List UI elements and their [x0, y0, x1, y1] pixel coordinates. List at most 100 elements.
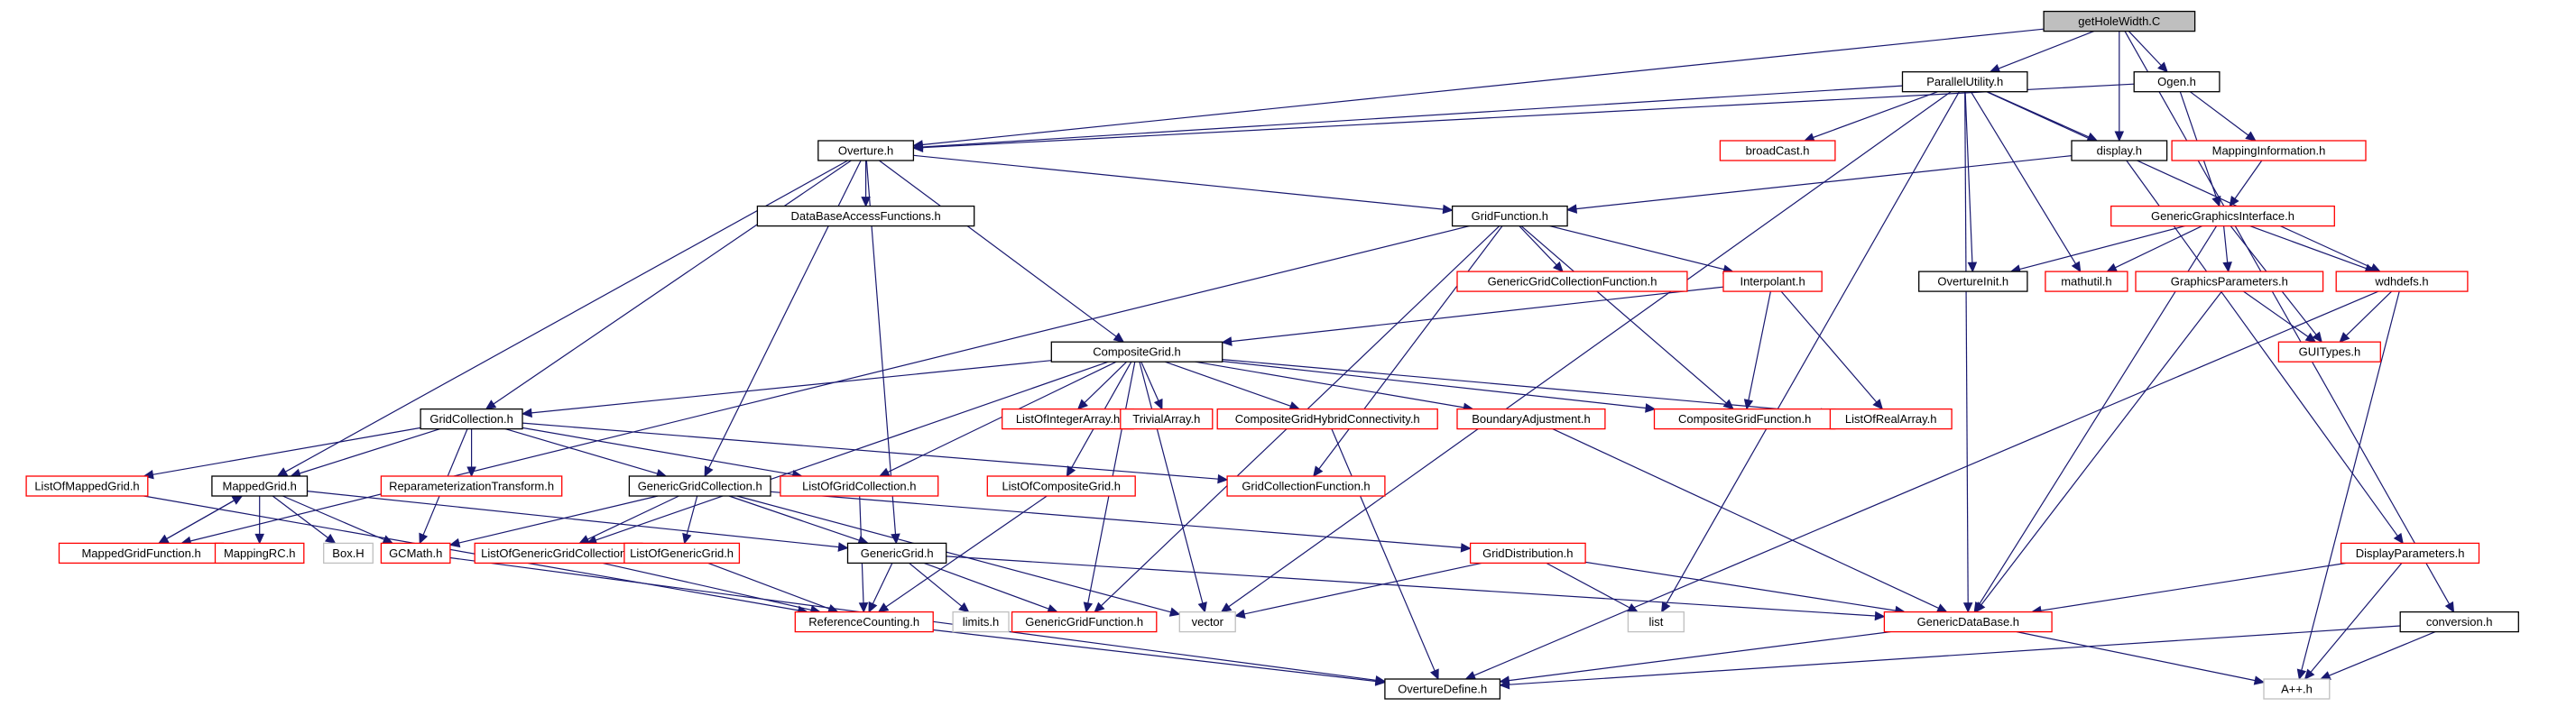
- node-label: ListOfIntegerArray.h: [1016, 412, 1120, 426]
- node-ListOfGenericGrid[interactable]: ListOfGenericGrid.h: [623, 542, 741, 565]
- node-box[interactable]: [794, 611, 934, 633]
- node-Overture[interactable]: Overture.h: [817, 140, 915, 161]
- node-box[interactable]: [1050, 341, 1223, 363]
- node-box[interactable]: [2133, 71, 2221, 93]
- node-box[interactable]: [1178, 611, 1236, 633]
- node-GridDistribution[interactable]: GridDistribution.h: [1469, 542, 1586, 565]
- edge-GenericGrid-to-ReferenceCounting: [872, 563, 893, 604]
- node-box[interactable]: [1469, 542, 1586, 565]
- node-box[interactable]: [380, 542, 451, 565]
- node-box[interactable]: [1011, 611, 1158, 633]
- node-box[interactable]: [214, 542, 305, 565]
- node-mathutil[interactable]: mathutil.h: [2045, 271, 2128, 292]
- node-box[interactable]: [1226, 475, 1386, 497]
- node-MappingInformation[interactable]: MappingInformation.h: [2171, 140, 2367, 161]
- node-BoxH[interactable]: Box.H: [323, 542, 374, 565]
- node-box[interactable]: [1883, 611, 2053, 633]
- node-box[interactable]: [2135, 271, 2324, 292]
- node-GCMath[interactable]: GCMath.h: [380, 542, 451, 565]
- node-ListOfIntegerArray[interactable]: ListOfIntegerArray.h: [1002, 408, 1135, 430]
- node-list[interactable]: list: [1627, 611, 1685, 633]
- node-box[interactable]: [2110, 205, 2335, 227]
- node-ReferenceCounting[interactable]: ReferenceCounting.h: [794, 611, 934, 633]
- node-CompositeGridFunction[interactable]: CompositeGridFunction.h: [1653, 408, 1836, 430]
- node-box[interactable]: [2340, 542, 2480, 565]
- node-GenericGridCollectionFunction[interactable]: GenericGridCollectionFunction.h: [1456, 271, 1688, 292]
- node-BoundaryAdjustment[interactable]: BoundaryAdjustment.h: [1456, 408, 1606, 430]
- node-conversion[interactable]: conversion.h: [2399, 611, 2519, 633]
- node-GridCollection[interactable]: GridCollection.h: [420, 408, 523, 430]
- node-box[interactable]: [623, 542, 741, 565]
- node-box[interactable]: [323, 542, 374, 565]
- node-ListOfMappedGrid[interactable]: ListOfMappedGrid.h: [25, 475, 149, 497]
- node-GenericGridFunction[interactable]: GenericGridFunction.h: [1011, 611, 1158, 633]
- node-box[interactable]: [2045, 271, 2128, 292]
- node-GenericDataBase[interactable]: GenericDataBase.h: [1883, 611, 2053, 633]
- node-box[interactable]: [1456, 408, 1606, 430]
- node-broadCast[interactable]: broadCast.h: [1719, 140, 1836, 161]
- node-ReparameterizationTransform[interactable]: ReparameterizationTransform.h: [380, 475, 563, 497]
- node-CompositeGrid[interactable]: CompositeGrid.h: [1050, 341, 1223, 363]
- node-wdhdefs[interactable]: wdhdefs.h: [2335, 271, 2469, 292]
- node-MappedGridFunction[interactable]: MappedGridFunction.h: [58, 542, 225, 565]
- node-box[interactable]: [1120, 408, 1214, 430]
- node-box[interactable]: [1918, 271, 2028, 292]
- node-OvertureDefine[interactable]: OvertureDefine.h: [1384, 678, 1501, 700]
- node-box[interactable]: [817, 140, 915, 161]
- node-DataBaseAccessFunctions[interactable]: DataBaseAccessFunctions.h: [756, 205, 975, 227]
- arrowhead-GUITypes: [2312, 331, 2322, 344]
- node-box[interactable]: [2043, 10, 2196, 32]
- node-box[interactable]: [1384, 678, 1501, 700]
- node-ListOfCompositeGrid[interactable]: ListOfCompositeGrid.h: [986, 475, 1136, 497]
- node-GraphicsParameters[interactable]: GraphicsParameters.h: [2135, 271, 2324, 292]
- node-box[interactable]: [2071, 140, 2168, 161]
- node-GridCollectionFunction[interactable]: GridCollectionFunction.h: [1226, 475, 1386, 497]
- node-box[interactable]: [2263, 678, 2331, 700]
- node-ListOfGenericGridCollection[interactable]: ListOfGenericGridCollection.h: [474, 542, 643, 565]
- node-display[interactable]: display.h: [2071, 140, 2168, 161]
- node-box[interactable]: [2171, 140, 2367, 161]
- node-box[interactable]: [1829, 408, 1953, 430]
- node-box[interactable]: [628, 475, 771, 497]
- node-App[interactable]: A++.h: [2263, 678, 2331, 700]
- node-limits[interactable]: limits.h: [952, 611, 1010, 633]
- node-TrivialArray[interactable]: TrivialArray.h: [1120, 408, 1214, 430]
- node-box[interactable]: [1451, 205, 1568, 227]
- node-MappedGrid[interactable]: MappedGrid.h: [211, 475, 309, 497]
- node-box[interactable]: [211, 475, 309, 497]
- node-vector[interactable]: vector: [1178, 611, 1236, 633]
- node-box[interactable]: [1722, 271, 1823, 292]
- node-box[interactable]: [1627, 611, 1685, 633]
- node-box[interactable]: [846, 542, 947, 565]
- node-GenericGridCollection[interactable]: GenericGridCollection.h: [628, 475, 771, 497]
- node-box[interactable]: [1216, 408, 1438, 430]
- node-box[interactable]: [780, 475, 939, 497]
- node-ListOfGridCollection[interactable]: ListOfGridCollection.h: [780, 475, 939, 497]
- node-Interpolant[interactable]: Interpolant.h: [1722, 271, 1823, 292]
- node-box[interactable]: [2277, 341, 2381, 363]
- node-box[interactable]: [25, 475, 149, 497]
- node-box[interactable]: [756, 205, 975, 227]
- node-DisplayParameters[interactable]: DisplayParameters.h: [2340, 542, 2480, 565]
- node-ListOfRealArray[interactable]: ListOfRealArray.h: [1829, 408, 1953, 430]
- node-box[interactable]: [2399, 611, 2519, 633]
- node-box[interactable]: [1719, 140, 1836, 161]
- node-box[interactable]: [380, 475, 563, 497]
- node-getHoleWidth[interactable]: getHoleWidth.C: [2043, 10, 2196, 32]
- node-box[interactable]: [1456, 271, 1688, 292]
- node-GUITypes[interactable]: GUITypes.h: [2277, 341, 2381, 363]
- node-GenericGrid[interactable]: GenericGrid.h: [846, 542, 947, 565]
- node-box[interactable]: [420, 408, 523, 430]
- node-OvertureInit[interactable]: OvertureInit.h: [1918, 271, 2028, 292]
- node-CompositeGridHybridConnectivity[interactable]: CompositeGridHybridConnectivity.h: [1216, 408, 1438, 430]
- node-box[interactable]: [952, 611, 1010, 633]
- node-GridFunction[interactable]: GridFunction.h: [1451, 205, 1568, 227]
- node-box[interactable]: [986, 475, 1136, 497]
- node-GenericGraphicsInterface[interactable]: GenericGraphicsInterface.h: [2110, 205, 2335, 227]
- node-ParallelUtility[interactable]: ParallelUtility.h: [1901, 71, 2028, 93]
- node-box[interactable]: [2335, 271, 2469, 292]
- node-Ogen[interactable]: Ogen.h: [2133, 71, 2221, 93]
- node-MappingRC[interactable]: MappingRC.h: [214, 542, 305, 565]
- edge-ParallelUtility-to-list: [1666, 91, 1960, 605]
- node-box[interactable]: [1901, 71, 2028, 93]
